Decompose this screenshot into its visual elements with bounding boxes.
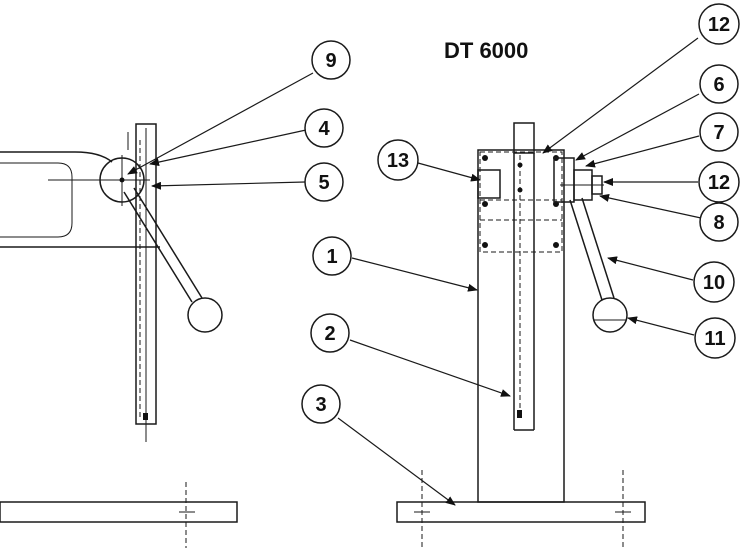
- side-view: [0, 123, 238, 548]
- callout-2: 2: [310, 313, 350, 353]
- callout-label: 5: [318, 172, 329, 194]
- bolt-br: [553, 242, 559, 248]
- callout-label: 3: [315, 394, 326, 416]
- leader-4: [149, 129, 307, 166]
- callout-label: 1: [326, 246, 337, 268]
- clamp-side-left: [477, 169, 501, 199]
- callout-10: 10: [693, 261, 735, 303]
- callout-label: 8: [713, 212, 724, 234]
- callout-5: 5: [304, 162, 344, 202]
- callout-label: 11: [704, 328, 725, 350]
- leader-6: [575, 93, 700, 161]
- side-rod-end: [143, 413, 148, 420]
- callout-label: 7: [713, 122, 724, 144]
- leader-3: [337, 417, 456, 506]
- callout-4: 4: [304, 108, 344, 148]
- arm-inner-profile: [0, 162, 73, 238]
- leader-12-top: [542, 37, 699, 154]
- callout-8: 8: [699, 202, 739, 242]
- arm-top-edge: [0, 151, 113, 163]
- front-rod-end: [517, 410, 522, 418]
- side-base-plate: [0, 501, 238, 523]
- leader-5: [151, 181, 306, 190]
- bolt-tl: [482, 155, 488, 161]
- front-base-plate: [396, 501, 646, 523]
- callout-label: 2: [324, 323, 335, 345]
- drawing-title: DT 6000: [444, 38, 528, 63]
- front-column: [477, 149, 565, 503]
- front-lever-edge-a: [569, 199, 603, 301]
- callout-3: 3: [301, 384, 341, 424]
- callouts: 9 4 5 13 12 6 7 12: [301, 3, 740, 424]
- callout-label: 13: [387, 150, 409, 172]
- callout-12-mid: 12: [698, 161, 740, 203]
- callout-12-top: 12: [698, 3, 740, 45]
- bolt-bl: [482, 242, 488, 248]
- leader-2: [349, 339, 511, 397]
- lever-edge-b: [133, 187, 203, 299]
- front-view: [396, 122, 646, 548]
- leader-13: [417, 162, 481, 182]
- front-lever-knob: [592, 297, 628, 333]
- callout-label: 12: [708, 14, 730, 36]
- callout-label: 4: [318, 118, 330, 140]
- callout-9: 9: [311, 40, 351, 80]
- front-top-rod: [513, 122, 535, 154]
- lever-knob: [187, 297, 223, 333]
- lever-edge-a: [123, 191, 193, 303]
- leader-9: [127, 72, 314, 175]
- callout-label: 6: [713, 74, 724, 96]
- callout-11: 11: [694, 317, 736, 359]
- callout-label: 9: [325, 50, 336, 72]
- callout-1: 1: [312, 236, 352, 276]
- leader-8: [599, 194, 702, 219]
- leader-1: [351, 257, 478, 292]
- hub-center: [119, 177, 125, 183]
- leader-10: [607, 256, 694, 281]
- leader-lines: [127, 37, 702, 506]
- callout-13: 13: [377, 139, 419, 181]
- bolt-ml: [482, 201, 488, 207]
- callout-label: 12: [708, 172, 730, 194]
- bolt-center-top: [517, 162, 523, 168]
- leader-7: [585, 135, 700, 168]
- bolt-center-mid: [517, 187, 523, 193]
- callout-label: 10: [703, 272, 725, 294]
- leader-11: [627, 316, 695, 336]
- callout-6: 6: [699, 64, 739, 104]
- callout-7: 7: [699, 112, 739, 152]
- front-lever-edge-b: [581, 197, 615, 299]
